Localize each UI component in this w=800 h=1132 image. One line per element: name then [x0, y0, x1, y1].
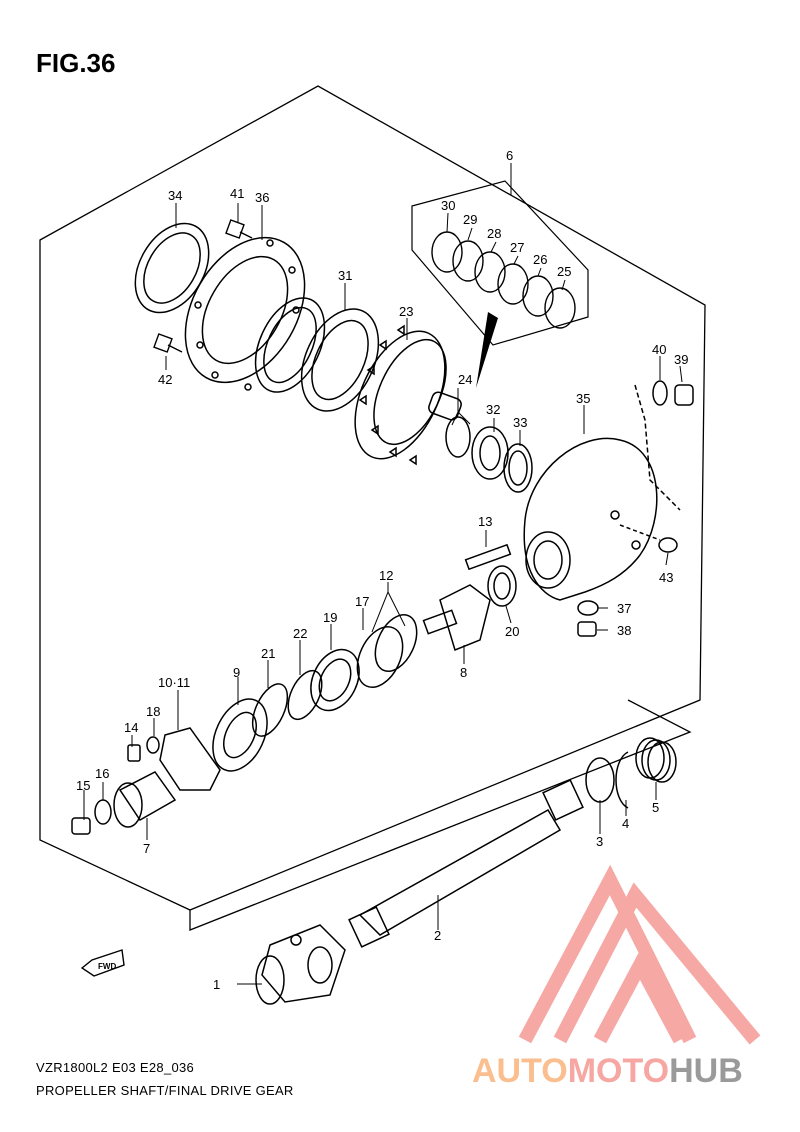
- watermark-part-2: MOTO: [567, 1052, 670, 1090]
- callout-34: 34: [168, 188, 182, 203]
- callout-22: 22: [293, 626, 307, 641]
- cap-39-oring-40: [652, 380, 694, 406]
- callout-31: 31: [338, 268, 352, 283]
- callout-42: 42: [158, 372, 172, 387]
- bolt-14-washer-18: [127, 736, 160, 762]
- callout-28: 28: [487, 226, 501, 241]
- callout-13: 13: [478, 514, 492, 529]
- bearing-20: [487, 565, 517, 607]
- shims: [431, 231, 576, 329]
- callout-12: 12: [379, 568, 393, 583]
- callout-16: 16: [95, 766, 109, 781]
- bearing-23: [300, 308, 380, 412]
- section-name: PROPELLER SHAFT/FINAL DRIVE GEAR: [36, 1083, 294, 1098]
- stud-13: [464, 543, 512, 571]
- callout-25: 25: [557, 264, 571, 279]
- shim-kit-box: [411, 180, 589, 346]
- callout-30: 30: [441, 198, 455, 213]
- callout-23: 23: [399, 304, 413, 319]
- callout-17: 17: [355, 594, 369, 609]
- universal-joint-1: [255, 924, 346, 1005]
- bearing-19: [310, 648, 360, 712]
- callout-9: 9: [233, 665, 240, 680]
- callout-8: 8: [460, 665, 467, 680]
- ring-31: [254, 297, 326, 393]
- callout-26: 26: [533, 252, 547, 267]
- callout-18: 18: [146, 704, 160, 719]
- callout-36: 36: [255, 190, 269, 205]
- watermark-triangle: [518, 864, 761, 1045]
- bearing-holder-36: [184, 236, 306, 391]
- watermark-part-1: AUTO: [472, 1052, 568, 1090]
- callout-15: 15: [76, 778, 90, 793]
- callout-21: 21: [261, 646, 275, 661]
- callout-33: 33: [513, 415, 527, 430]
- ring-22: [287, 669, 323, 721]
- callout-1: 1: [213, 977, 220, 992]
- leader-lines: [83, 163, 683, 985]
- callout-32: 32: [486, 402, 500, 417]
- sleeve-7: [113, 771, 177, 828]
- oring-21: [251, 683, 289, 737]
- spacers-12-17: [356, 614, 418, 688]
- callout-numbers: 1 2 3 4 5 6 7 8 9 10·11 12 13 14 15 16 1…: [76, 148, 688, 992]
- callout-38: 38: [617, 623, 631, 638]
- bearing-set-24-32-33: [445, 416, 533, 493]
- callout-27: 27: [510, 240, 524, 255]
- ring-gear: [354, 324, 462, 466]
- bolts-41-42: [153, 219, 253, 353]
- callout-10-11: 10·11: [158, 675, 190, 690]
- drive-pinion-8: [422, 584, 491, 652]
- oil-seal-34: [134, 222, 210, 314]
- propeller-shaft-2: [348, 779, 584, 948]
- callout-19: 19: [323, 610, 337, 625]
- callout-5: 5: [652, 800, 659, 815]
- watermark-logo: AUTOMOTOHUB: [472, 1052, 743, 1091]
- callout-20: 20: [505, 624, 519, 639]
- assembly-frame: [39, 85, 706, 911]
- gear-case-35: [523, 384, 681, 601]
- callout-3: 3: [596, 834, 603, 849]
- callout-29: 29: [463, 212, 477, 227]
- callout-6: 6: [506, 148, 513, 163]
- shaft-frame: [189, 699, 692, 931]
- washer-43: [658, 537, 678, 553]
- callout-14: 14: [124, 720, 138, 735]
- callout-41: 41: [230, 186, 244, 201]
- callout-4: 4: [622, 816, 629, 831]
- svg-text:FWD: FWD: [98, 962, 116, 971]
- nuts-37-38: [577, 600, 599, 637]
- callout-37: 37: [617, 601, 631, 616]
- shim-plate-10-11: [159, 727, 221, 791]
- watermark-part-3: HUB: [669, 1052, 743, 1090]
- callout-43: 43: [659, 570, 673, 585]
- fwd-arrow-icon: FWD: [80, 949, 125, 977]
- callout-2: 2: [434, 928, 441, 943]
- callout-40: 40: [652, 342, 666, 357]
- clips-3-4-5: [585, 737, 677, 809]
- washer-16-nut-15: [71, 799, 112, 835]
- shim-kit-pointer: [476, 312, 498, 388]
- callout-39: 39: [674, 352, 688, 367]
- model-code: VZR1800L2 E03 E28_036: [36, 1060, 195, 1075]
- figure-title: FIG.36: [36, 48, 116, 78]
- callout-35: 35: [576, 391, 590, 406]
- callout-24: 24: [458, 372, 472, 387]
- bearing-case-9: [212, 698, 268, 772]
- callout-7: 7: [143, 841, 150, 856]
